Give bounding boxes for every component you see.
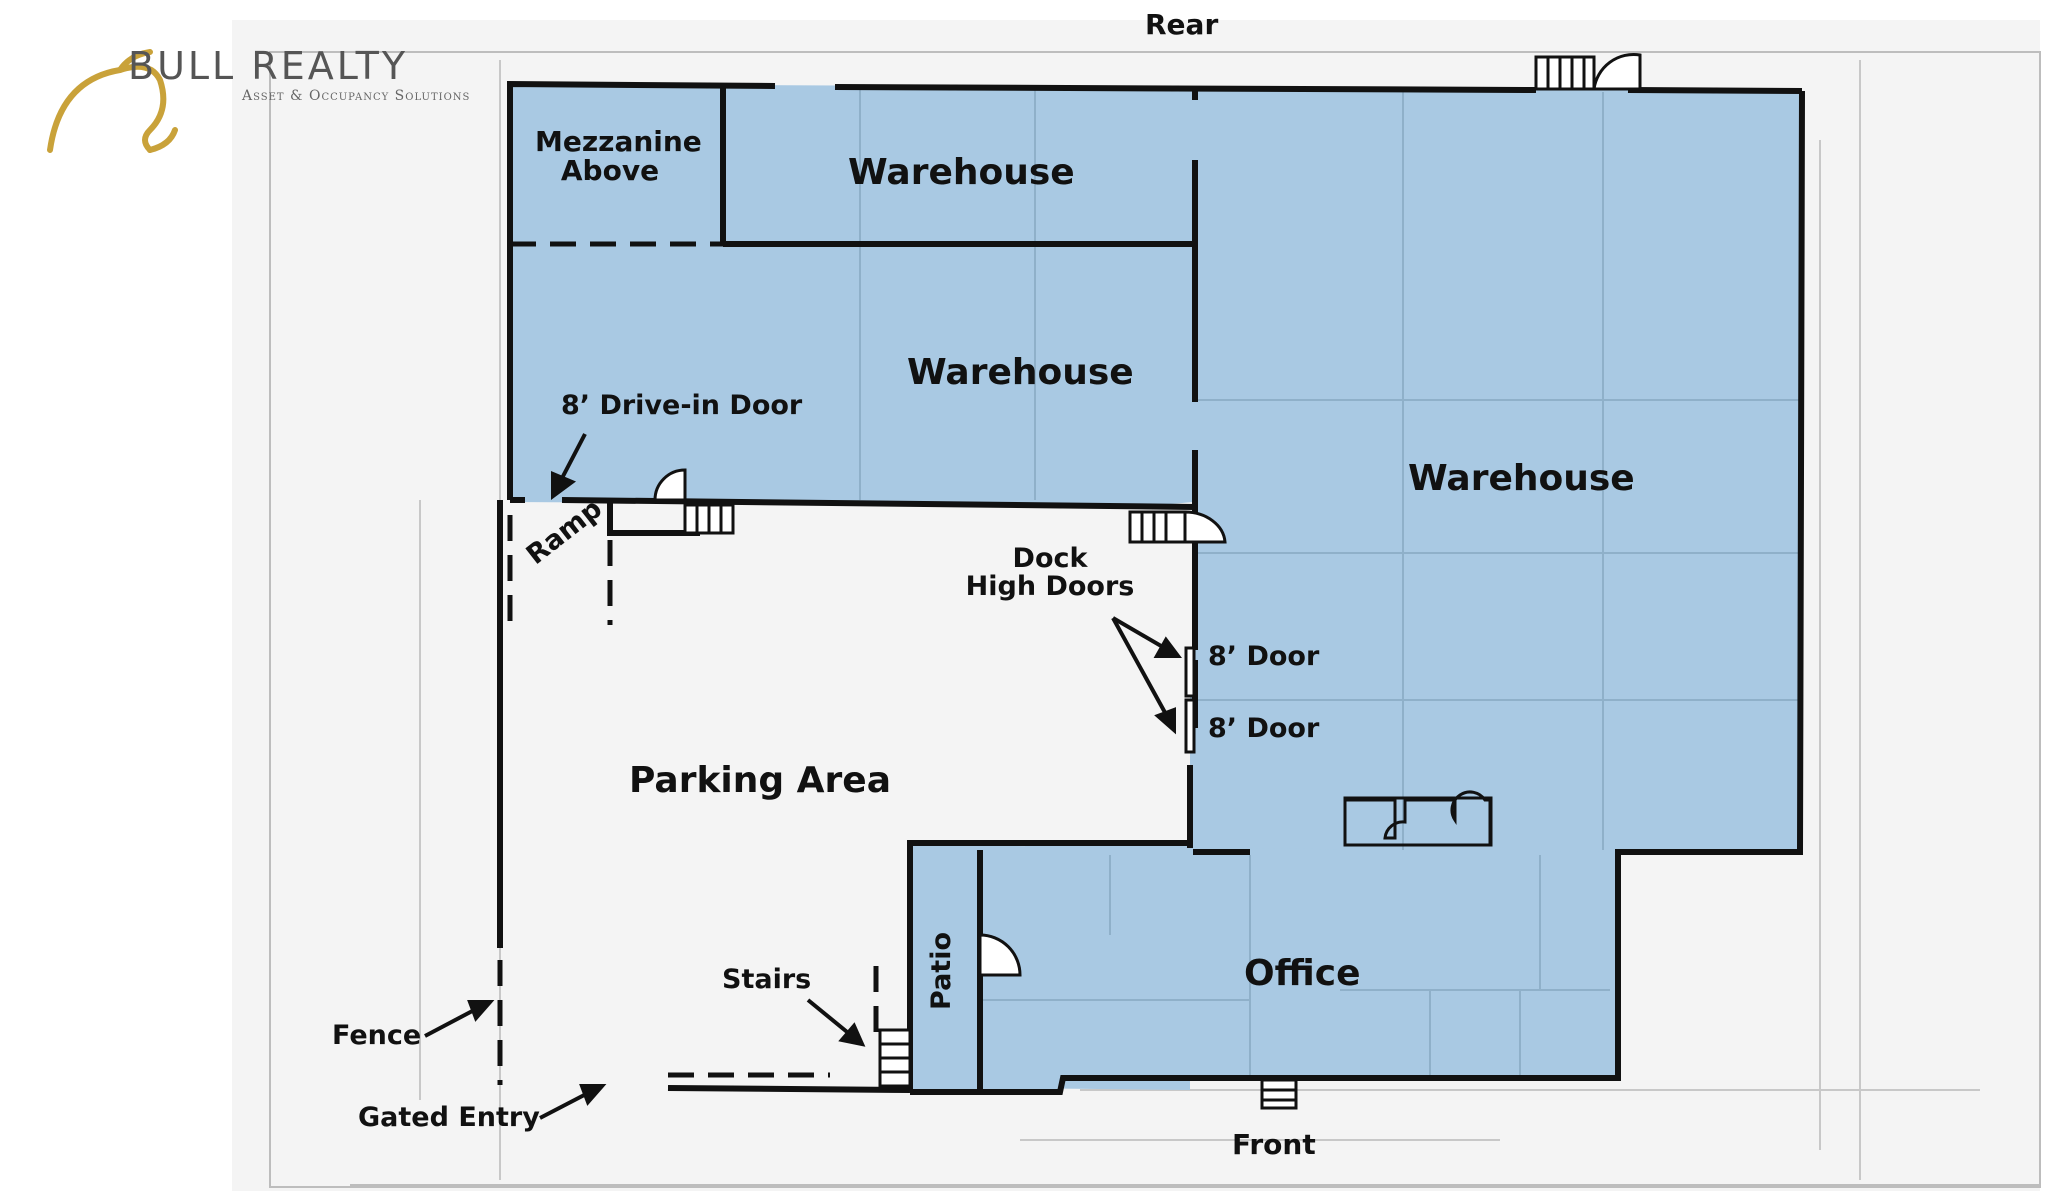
dock-doors [1184,646,1196,754]
office-area [910,845,1618,1092]
label-stairs: Stairs [722,964,812,995]
label-patio: Patio [926,932,957,1010]
dock-door-swing [1183,510,1227,544]
stairs-dock [1128,510,1187,544]
building-fill [510,84,1800,1092]
office-door-swing-1 [1343,790,1492,847]
brand-tagline: Asset & Occupancy Solutions [242,88,471,104]
bull-logo-icon [47,49,178,153]
label-dock-high-doors: Dock High Doors [965,543,1135,603]
stairs-front [1260,1078,1298,1110]
label-drive-in-door: 8’ Drive-in Door [561,390,803,421]
brand-name: BULL REALTY [128,44,409,88]
label-mezzanine: Mezzanine Above [535,125,702,188]
label-warehouse-mid: Warehouse [907,352,1134,393]
stairs-icons [653,53,1642,1110]
label-door-1: 8’ Door [1208,641,1320,672]
walls [497,80,1805,1095]
dashed-lines [497,241,879,1085]
label-warehouse-main: Warehouse [1408,458,1635,499]
label-front: Front [1232,1128,1316,1161]
label-rear: Rear [1145,8,1219,41]
arrows [424,433,1182,1120]
ramp-door-swing [653,468,687,502]
label-fence: Fence [332,1020,422,1051]
rear-door-swing [1592,53,1642,91]
patio-door-swing [978,933,1022,977]
label-parking-area: Parking Area [629,760,892,801]
warehouse-area [510,84,1800,1090]
label-warehouse-top: Warehouse [848,152,1075,193]
label-gated-entry: Gated Entry [358,1102,540,1133]
label-office: Office [1244,953,1361,994]
label-door-2: 8’ Door [1208,713,1320,744]
